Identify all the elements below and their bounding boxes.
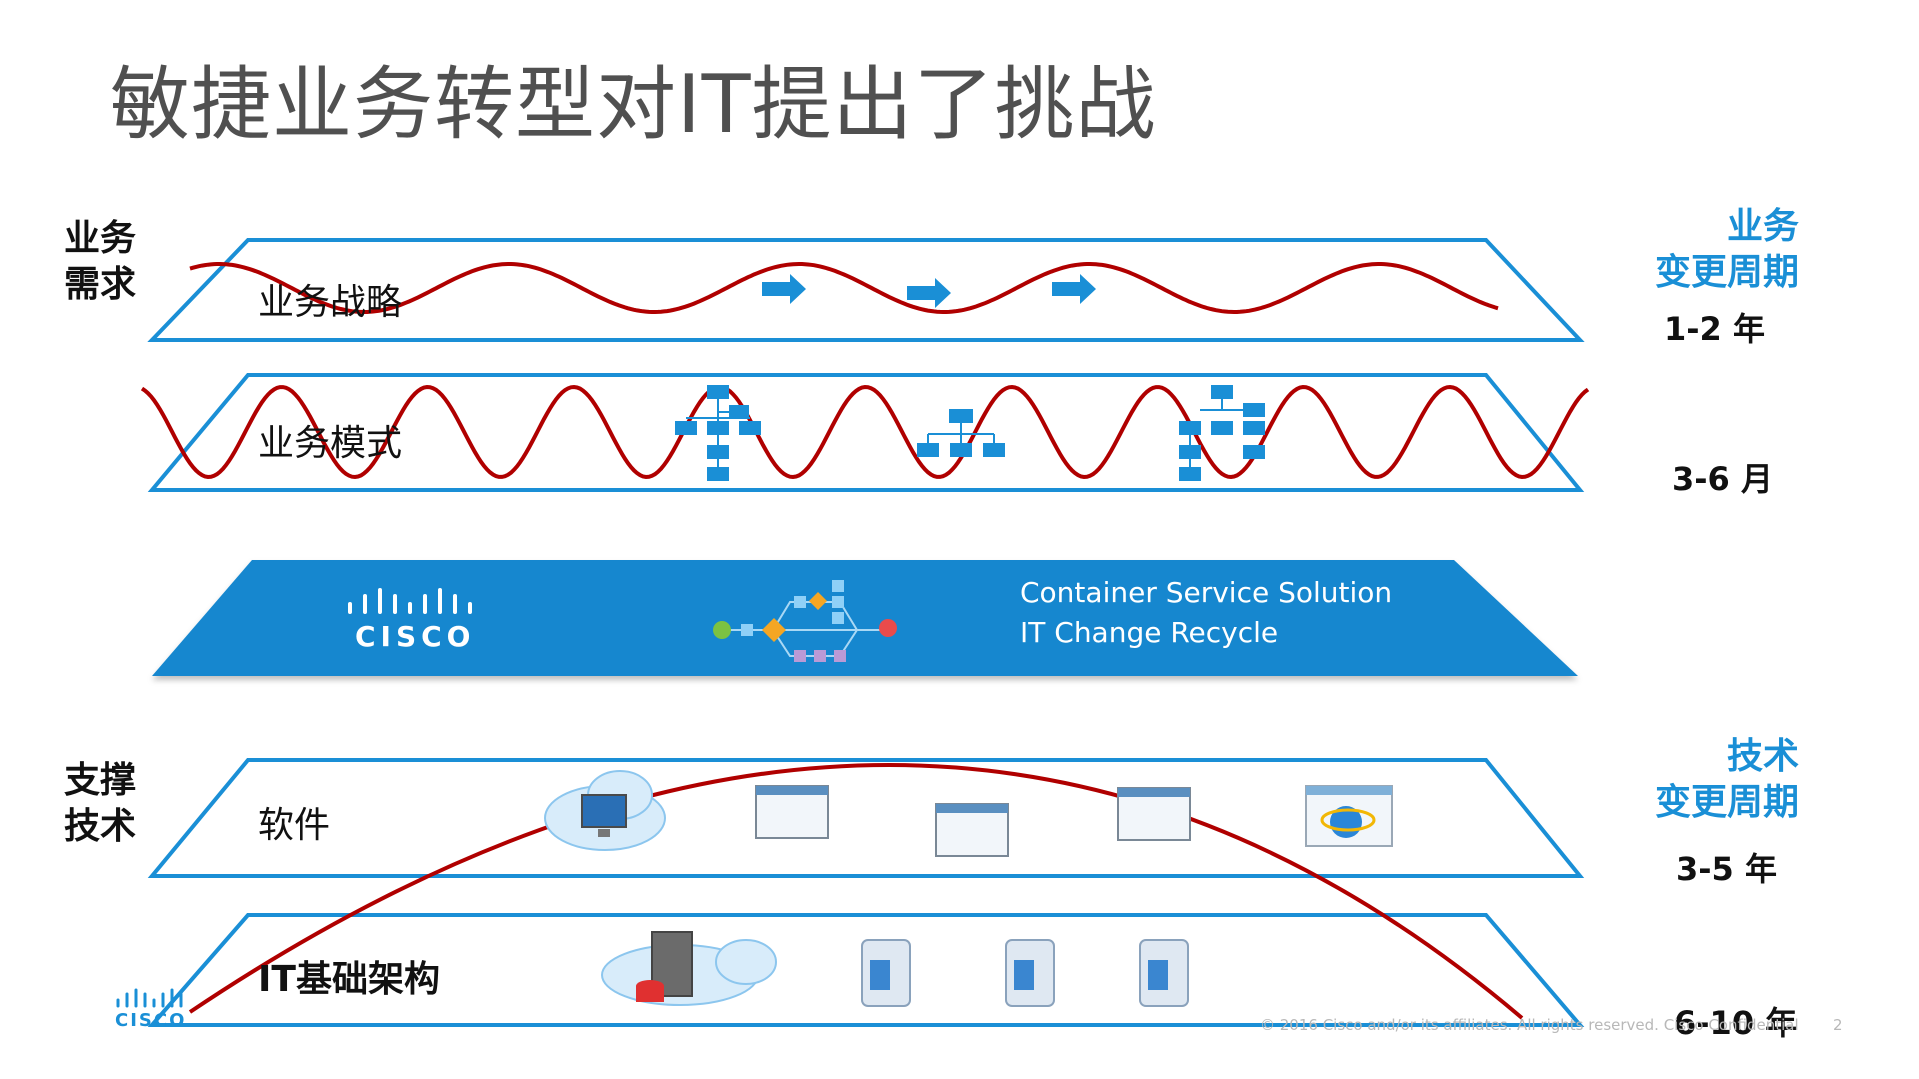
footer-cisco-logo-icon	[116, 988, 183, 1008]
plane-software	[147, 758, 1585, 878]
support-tech-line1: 支撑	[64, 760, 137, 801]
plane-label-model: 业务模式	[258, 423, 403, 464]
server-icon	[861, 939, 911, 1007]
business-cycle-line1: 业务	[1726, 206, 1799, 247]
org-chart-icon	[1179, 385, 1265, 481]
org-chart-icon	[917, 409, 1005, 457]
period-strategy: 1-2 年	[1664, 310, 1765, 348]
arrow-icon	[907, 278, 951, 308]
plane-label-strategy: 业务战略	[258, 282, 403, 323]
period-model: 3-6 月	[1672, 460, 1773, 498]
model-wave	[140, 384, 1590, 480]
strategy-wave	[189, 262, 1499, 314]
band-line2: IT Change Recycle	[1020, 616, 1279, 649]
arrow-icon	[1052, 274, 1096, 304]
footer-copyright: © 2016 Cisco and/or its affiliates. All …	[1260, 1016, 1799, 1034]
tech-cycle-line1: 技术	[1726, 736, 1799, 777]
cloud-server-icon	[601, 931, 777, 1006]
tech-cycle-label: 技术 变更周期	[1655, 734, 1799, 826]
slide-title: 敏捷业务转型对IT提出了挑战	[110, 58, 1157, 151]
server-icon	[1005, 939, 1055, 1007]
browser-window-icon	[935, 803, 1009, 857]
footer-cisco-wordmark: CISCO	[115, 1010, 187, 1031]
period-software: 3-5 年	[1676, 850, 1777, 888]
tech-cycle-line2: 变更周期	[1654, 782, 1799, 823]
business-demand-label: 业务 需求	[64, 216, 136, 308]
cisco-band	[152, 560, 1578, 676]
tech-arc	[188, 763, 1524, 1020]
band-cisco-wordmark: CISCO	[355, 620, 476, 653]
support-tech-label: 支撑 技术	[64, 758, 136, 850]
business-demand-line2: 需求	[64, 264, 137, 305]
plane-label-software: 软件	[258, 805, 331, 846]
period-infra: 6-10 年	[1674, 1004, 1798, 1042]
cisco-logo-icon	[348, 588, 472, 614]
cloud-monitor-icon	[544, 770, 666, 851]
band-line1: Container Service Solution	[1020, 576, 1393, 609]
support-tech-line2: 技术	[64, 806, 137, 847]
plane-label-infra: IT基础架构	[258, 959, 440, 1000]
workflow-icon	[713, 580, 897, 662]
arrow-icon	[762, 274, 806, 304]
page-number: 2	[1833, 1016, 1843, 1034]
server-icon	[1139, 939, 1189, 1007]
browser-window-icon	[1117, 787, 1191, 841]
internet-explorer-icon	[1305, 785, 1393, 847]
business-cycle-line2: 变更周期	[1654, 252, 1799, 293]
browser-window-icon	[755, 785, 829, 839]
business-cycle-label: 业务 变更周期	[1655, 204, 1799, 296]
business-demand-line1: 业务	[64, 218, 137, 259]
org-chart-icon	[675, 385, 761, 481]
